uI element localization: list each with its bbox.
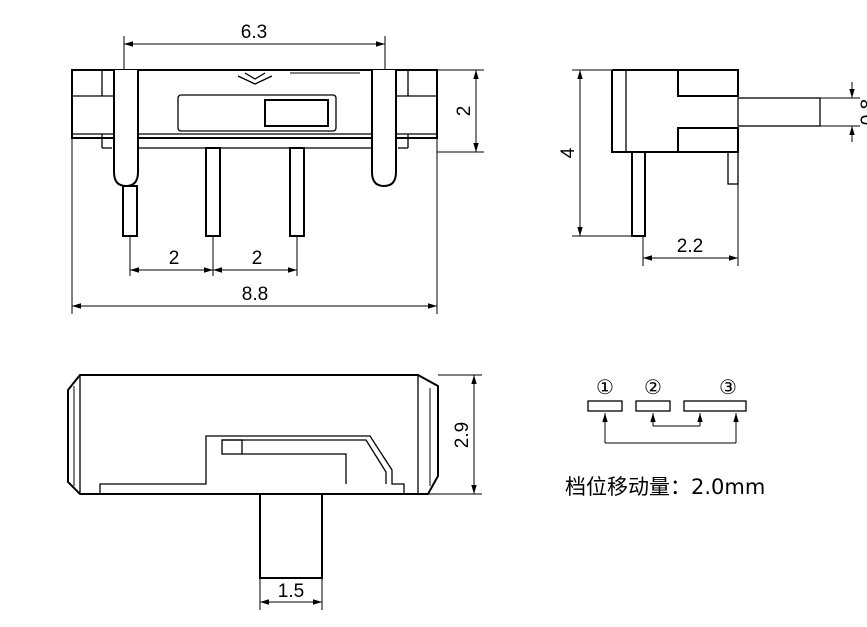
dim-4-label: 4 [558,147,579,158]
front-left-mount-leg [113,70,139,188]
dim-8-8-label: 8.8 [242,284,268,305]
bottom-body-outline [67,374,439,495]
contact-pad-2 [635,400,671,412]
bottom-lever [259,493,323,579]
bottom-view: 2.9 1.5 [67,374,482,610]
dim-2-9-label: 2.9 [452,422,473,448]
front-view: 6.3 2 2 2 8.8 [71,22,484,314]
dim-2-label: 2 [454,106,475,117]
bottom-slider-step [242,453,347,484]
side-view: 4 0.8 2.2 [558,69,867,266]
side-body-outline [611,69,739,153]
bottom-slider-channel-inner [222,439,387,484]
dim-pitch-right-label: 2 [252,248,263,269]
bottom-slider-channel [99,435,405,494]
side-lever [737,97,821,127]
front-pin-2 [205,147,221,237]
dim-0-8-label: 0.8 [858,99,867,125]
front-slider-window [177,94,337,132]
dim-pitch-left-label: 2 [169,248,180,269]
bottom-slider-notch [221,439,243,455]
dim-1-5-label: 1.5 [278,581,304,602]
contact-pad-1 [587,400,623,412]
front-pin-1 [122,185,138,237]
travel-note: 档位移动量：2.0mm [565,475,765,499]
position-label-1: ① [596,375,614,399]
dim-6-3-label: 6.3 [241,22,267,43]
position-label-2: ② [644,375,662,399]
front-slider-knob [264,99,329,127]
side-tab [727,151,739,185]
contact-pad-3 [683,400,747,412]
front-detent-chevron-inner [244,72,266,80]
position-schematic: ① ② ③ 档位移动量：2.0mm [565,375,765,499]
front-pin-3 [289,147,305,237]
front-right-mount-leg [371,70,397,188]
dim-2-2-label: 2.2 [677,236,703,257]
side-pin [631,151,646,237]
position-label-3: ③ [719,375,737,399]
front-detent-chevron [237,75,273,85]
